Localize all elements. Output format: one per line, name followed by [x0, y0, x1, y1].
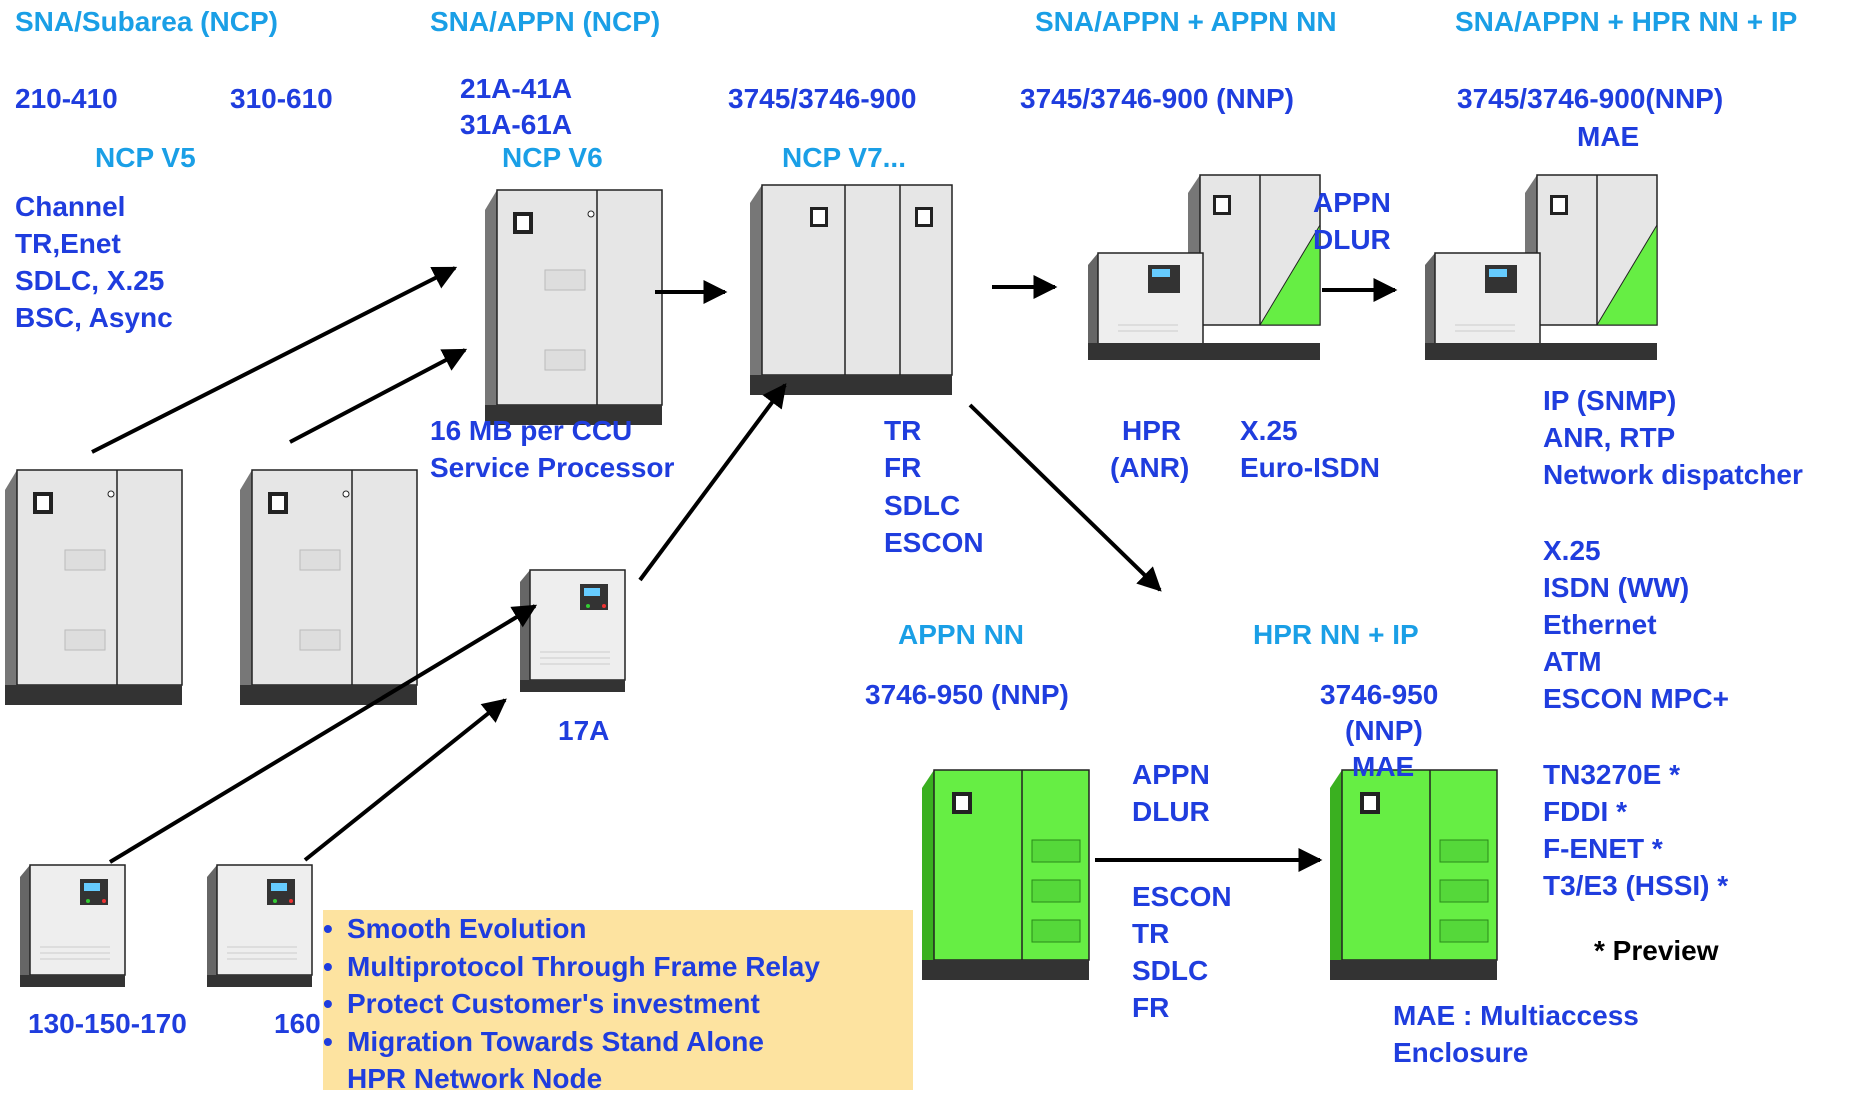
header-subarea: SNA/Subarea (NCP) — [15, 6, 278, 37]
feature-dlur: DLUR — [1313, 224, 1391, 255]
benefits-list: •Smooth Evolution •Multiprotocol Through… — [323, 910, 913, 1098]
ncp-v5: NCP V5 — [95, 142, 196, 173]
feature-appn-2: APPN — [1132, 759, 1210, 790]
feature-v7-escon: ESCON — [884, 527, 984, 558]
ncp-v7: NCP V7... — [782, 142, 906, 173]
feature-anr: (ANR) — [1110, 452, 1190, 483]
model-210-410: 210-410 — [15, 83, 118, 114]
feature-bsc-async: BSC, Async — [15, 302, 173, 333]
model-3745-nnp-mae: 3745/3746-900(NNP) — [1457, 83, 1724, 114]
feature-isdn-ww: ISDN (WW) — [1543, 572, 1690, 603]
feature-atm: ATM — [1543, 646, 1602, 677]
feature-network-dispatcher: Network dispatcher — [1543, 459, 1803, 490]
header-appn-nn: SNA/APPN + APPN NN — [1035, 6, 1337, 37]
cabinet-21a — [484, 189, 663, 426]
benefit-item: •Protect Customer's investment — [323, 985, 913, 1023]
bullet-icon: • — [323, 1025, 333, 1057]
arrow-160-to-17a — [303, 698, 507, 862]
feature-v7-tr: TR — [884, 415, 922, 446]
bullet-icon: • — [323, 950, 333, 982]
feature-anr-rtp: ANR, RTP — [1543, 422, 1676, 453]
cabinet-160 — [206, 864, 313, 988]
model-950-nnp: (NNP) — [1345, 715, 1423, 746]
feature-v7-sdlc: SDLC — [884, 490, 961, 521]
feature-euro-isdn: Euro-ISDN — [1240, 452, 1380, 483]
label-hpr-nn-ip: HPR NN + IP — [1253, 619, 1419, 650]
feature-sdlc-x25: SDLC, X.25 — [15, 265, 165, 296]
model-17a: 17A — [558, 715, 610, 746]
feature-950-tr: TR — [1132, 918, 1170, 949]
cabinet-310-610 — [239, 469, 418, 706]
cabinet-3745-nnp-mae — [1424, 174, 1658, 361]
feature-channel: Channel — [15, 191, 126, 222]
benefit-item: •Smooth Evolution — [323, 910, 913, 948]
cabinet-950-nnp-mae — [1329, 769, 1498, 981]
feature-tr-enet: TR,Enet — [15, 228, 121, 259]
feature-ethernet: Ethernet — [1543, 609, 1657, 640]
arrow-310-to-21a — [289, 348, 468, 444]
feature-service-processor: Service Processor — [430, 452, 675, 483]
benefit-item: •Migration Towards Stand Alone — [323, 1023, 913, 1061]
cabinet-210-410 — [4, 469, 183, 706]
feature-v7-fr: FR — [884, 452, 922, 483]
header-appn-ncp: SNA/APPN (NCP) — [430, 6, 661, 37]
feature-appn: APPN — [1313, 187, 1391, 218]
model-21a-41a: 21A-41A — [460, 73, 573, 104]
arrow-130-to-17a — [108, 604, 538, 864]
bullet-icon: • — [323, 913, 333, 944]
cabinet-17a — [519, 569, 626, 693]
model-31a-61a: 31A-61A — [460, 109, 573, 140]
feature-wan-x25: X.25 — [1543, 535, 1601, 566]
feature-950-escon: ESCON — [1132, 881, 1232, 912]
feature-950-fr: FR — [1132, 992, 1170, 1023]
feature-t3-e3: T3/E3 (HSSI) * — [1543, 870, 1729, 901]
model-3745: 3745/3746-900 — [728, 83, 917, 114]
model-130-150-170: 130-150-170 — [28, 1008, 187, 1039]
mae-note-line1: MAE : Multiaccess — [1393, 1000, 1639, 1031]
benefits-box: •Smooth Evolution •Multiprotocol Through… — [323, 910, 913, 1094]
cabinet-3745 — [749, 184, 953, 396]
model-310-610: 310-610 — [230, 83, 333, 114]
cabinet-3745-nnp — [1087, 174, 1321, 361]
ncp-v6: NCP V6 — [502, 142, 603, 173]
mae-note-line2: Enclosure — [1393, 1037, 1529, 1068]
model-950-mae: MAE — [1352, 751, 1415, 782]
cabinet-130-150-170 — [19, 864, 126, 988]
arrow-17a-to-3745 — [638, 383, 787, 582]
feature-x25: X.25 — [1240, 415, 1298, 446]
feature-16mb: 16 MB per CCU — [430, 415, 633, 446]
feature-f-enet: F-ENET * — [1543, 833, 1663, 864]
feature-escon-mpc: ESCON MPC+ — [1543, 683, 1729, 714]
model-3745-nnp: 3745/3746-900 (NNP) — [1020, 83, 1294, 114]
preview-note: * Preview — [1594, 935, 1719, 966]
feature-tn3270e: TN3270E * — [1543, 759, 1680, 790]
header-hpr-ip: SNA/APPN + HPR NN + IP — [1455, 6, 1798, 37]
feature-ip-snmp: IP (SNMP) — [1543, 385, 1677, 416]
arrow-210-to-21a — [91, 266, 458, 454]
arrow-3745-to-950 — [968, 403, 1162, 592]
model-160: 160 — [274, 1008, 321, 1039]
bullet-icon: • — [323, 988, 333, 1019]
model-3746-950-nnp: 3746-950 (NNP) — [865, 679, 1069, 710]
model-mae-label: MAE — [1577, 121, 1640, 152]
feature-dlur-2: DLUR — [1132, 796, 1210, 827]
cabinet-950-nnp — [921, 769, 1090, 981]
feature-fddi: FDDI * — [1543, 796, 1627, 827]
model-3746-950: 3746-950 — [1320, 679, 1439, 710]
benefit-item: •Multiprotocol Through Frame Relay — [323, 948, 913, 986]
label-appn-nn: APPN NN — [898, 619, 1025, 650]
benefit-item: HPR Network Node — [347, 1063, 603, 1094]
feature-hpr: HPR — [1122, 415, 1182, 446]
feature-950-sdlc: SDLC — [1132, 955, 1209, 986]
